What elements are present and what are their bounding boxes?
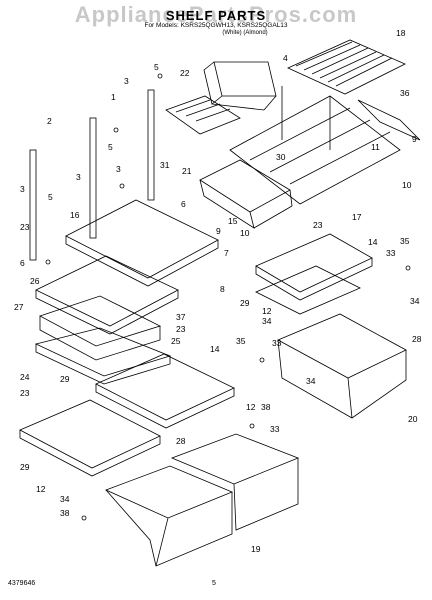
crisper-drawer-right (277, 313, 407, 419)
diagram-title: SHELF PARTS (165, 8, 267, 23)
egg-tray (165, 95, 241, 135)
glass-shelf-lower-left (19, 399, 161, 477)
dairy-bin (203, 61, 277, 111)
meat-pan (199, 159, 293, 229)
crisper-drawers-bottom (104, 433, 300, 567)
document-part-number: 4379646 (8, 580, 36, 587)
page-number: 5 (212, 580, 216, 587)
shelf-rails (29, 89, 155, 261)
glass-shelf-upper-right (255, 233, 373, 315)
shelf-frame-25 (34, 327, 172, 385)
watermark-text: AppliancePartsPros.com (74, 2, 358, 27)
drawer-frame-wire (229, 86, 401, 205)
screws (45, 73, 411, 521)
model-list: For Models: KSRS25QGWH13, KSRS25QGAL13 (144, 22, 288, 29)
glass-shelf-middle-left (35, 255, 179, 335)
shelf-cover (357, 99, 421, 141)
glass-shelf-upper-left (65, 199, 219, 287)
color-variants: (White) (Almond) (222, 30, 268, 36)
wire-shelf-top-right (287, 39, 406, 95)
shelf-frame-37 (38, 295, 162, 361)
glass-shelf-lower-center (95, 353, 235, 429)
